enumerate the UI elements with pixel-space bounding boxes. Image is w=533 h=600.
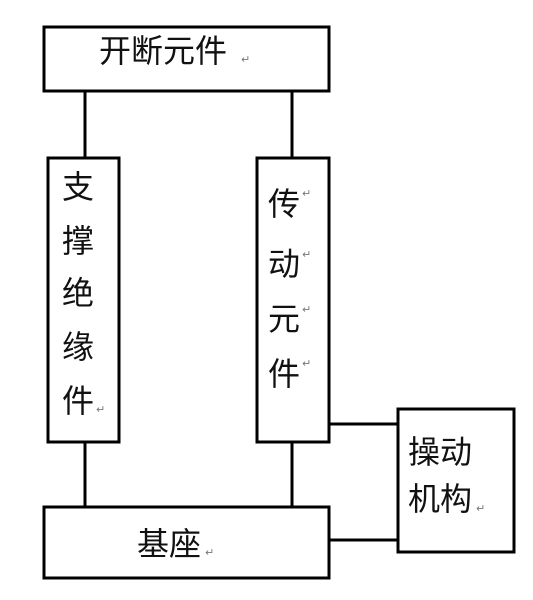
breaking-element-box: 开断元件 ↵	[42, 25, 331, 93]
paragraph-mark: ↵	[302, 187, 311, 200]
supporting-insulator-char: 撑	[62, 222, 94, 260]
base-label: 基座	[137, 525, 201, 563]
paragraph-mark: ↵	[476, 502, 485, 515]
transmission-element-char: 元	[268, 300, 300, 338]
paragraph-mark: ↵	[302, 248, 311, 261]
supporting-insulator-char: 支	[62, 168, 94, 206]
supporting-insulator-box: 支 撑 绝 缘 件 ↵	[46, 156, 121, 444]
supporting-insulator-char: 件	[62, 382, 94, 420]
paragraph-mark: ↵	[96, 403, 105, 416]
base-box: 基座 ↵	[42, 505, 331, 580]
paragraph-mark: ↵	[241, 53, 250, 66]
transmission-element-char: 动	[268, 245, 300, 283]
supporting-insulator-char: 缘	[62, 328, 94, 366]
breaking-element-label: 开断元件	[99, 32, 227, 70]
paragraph-mark: ↵	[302, 357, 311, 370]
operating-mechanism-label-line1: 操动	[408, 433, 472, 471]
transmission-element-char: 传	[268, 185, 300, 223]
supporting-insulator-char: 绝	[62, 274, 94, 312]
paragraph-mark: ↵	[302, 303, 311, 316]
transmission-element-box: 传 ↵ 动 ↵ 元 ↵ 件 ↵	[255, 156, 331, 444]
operating-mechanism-box: 操动 机构 ↵	[396, 407, 516, 554]
operating-mechanism-label-line2: 机构	[408, 480, 472, 518]
transmission-element-char: 件	[268, 355, 300, 393]
paragraph-mark: ↵	[205, 546, 214, 559]
